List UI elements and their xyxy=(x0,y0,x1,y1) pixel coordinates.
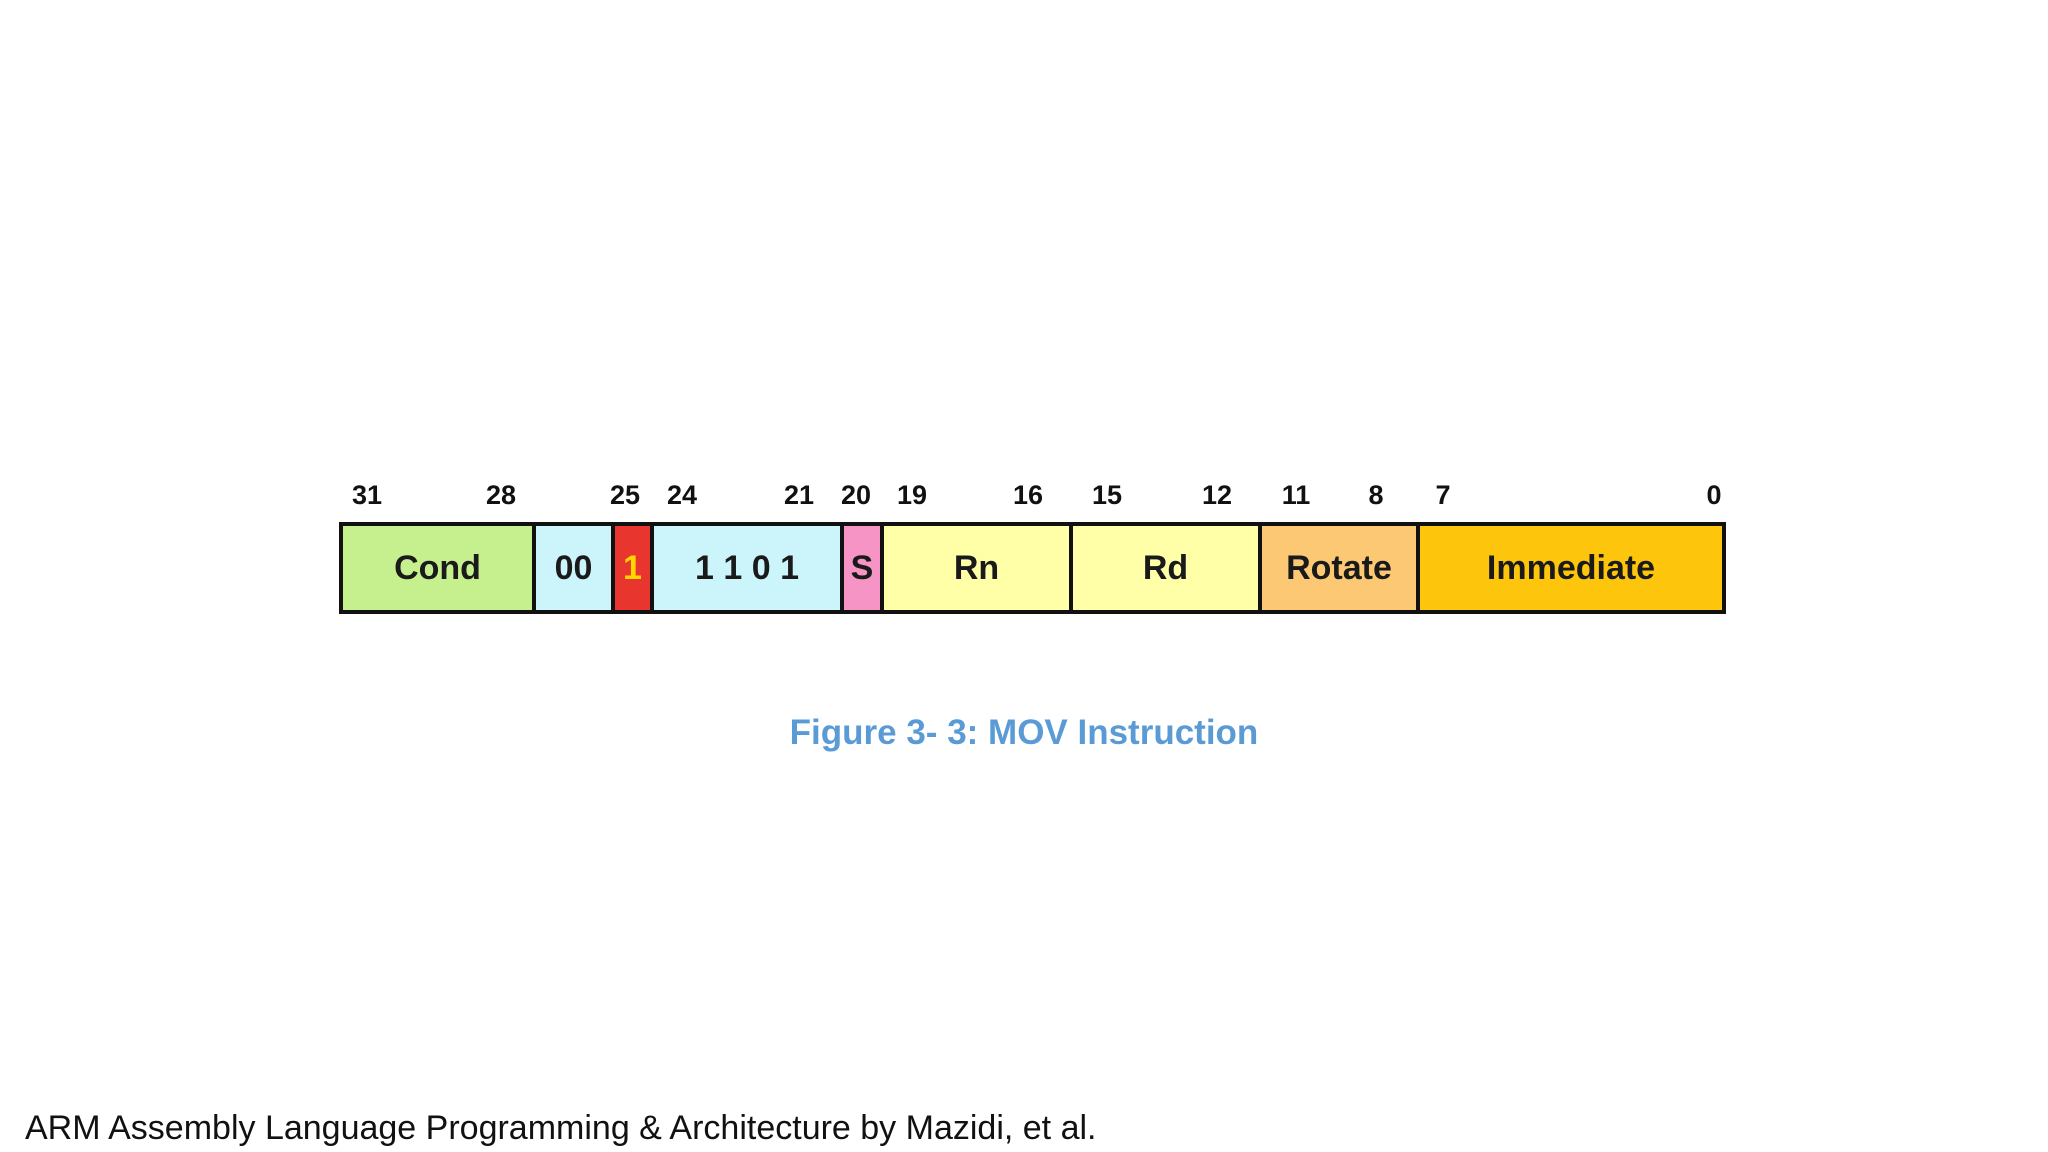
bit-label-16: 16 xyxy=(1012,480,1044,510)
bit-label-25: 25 xyxy=(609,480,641,510)
field-immediate-flag: 1 xyxy=(615,526,654,610)
bit-label-28: 28 xyxy=(485,480,517,510)
instruction-format-bar: Cond 00 1 1 1 0 1 S Rn Rd Rotate Immedia… xyxy=(339,522,1726,614)
field-rd: Rd xyxy=(1073,526,1262,610)
bit-label-7: 7 xyxy=(1435,480,1451,510)
field-opcode: 1 1 0 1 xyxy=(654,526,844,610)
bit-label-31: 31 xyxy=(351,480,383,510)
bit-label-20: 20 xyxy=(840,480,872,510)
field-immediate: Immediate xyxy=(1420,526,1722,610)
bit-label-21: 21 xyxy=(783,480,815,510)
bit-label-8: 8 xyxy=(1368,480,1384,510)
bit-label-24: 24 xyxy=(666,480,698,510)
bit-label-19: 19 xyxy=(896,480,928,510)
bit-label-15: 15 xyxy=(1091,480,1123,510)
source-citation: ARM Assembly Language Programming & Arch… xyxy=(25,1109,1097,1147)
figure-caption: Figure 3- 3: MOV Instruction xyxy=(789,713,1259,752)
bit-label-11: 11 xyxy=(1281,480,1311,510)
bit-label-12: 12 xyxy=(1201,480,1233,510)
field-rn: Rn xyxy=(884,526,1073,610)
field-00: 00 xyxy=(536,526,615,610)
field-rotate: Rotate xyxy=(1262,526,1420,610)
field-s: S xyxy=(844,526,884,610)
field-cond: Cond xyxy=(343,526,536,610)
bit-label-0: 0 xyxy=(1706,480,1722,510)
